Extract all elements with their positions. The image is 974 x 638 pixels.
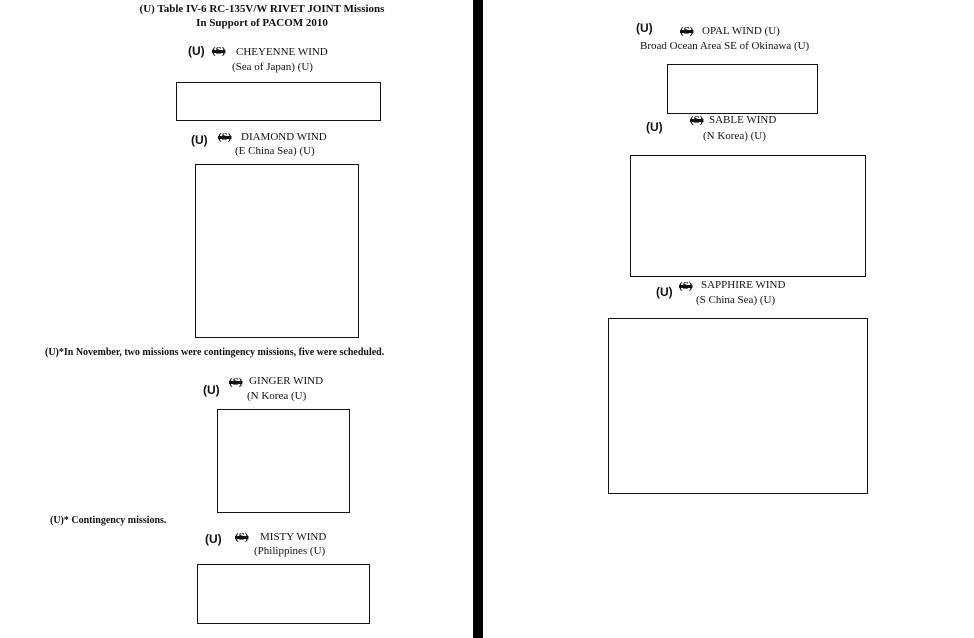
classification-marking: (U) — [636, 21, 653, 35]
classification-marking: (U) — [205, 532, 222, 546]
mission-area: (N Korea (U) — [247, 390, 307, 402]
table-title: (U) Table IV-6 RC-135V/W RIVET JOINT Mis… — [139, 3, 385, 15]
redacted-marking-icon: (S) — [212, 45, 226, 57]
classification-marking: (U) — [646, 120, 663, 134]
classification-marking: (U) — [203, 383, 220, 397]
redacted-marking-icon: (S) — [690, 114, 704, 126]
redacted-box — [608, 318, 868, 494]
classification-marking: (U) — [191, 133, 208, 147]
redacted-marking-icon: (S) — [679, 280, 693, 292]
table-subtitle: In Support of PACOM 2010 — [196, 17, 328, 29]
mission-area: (E China Sea) (U) — [235, 145, 315, 157]
mission-name: DIAMOND WIND — [241, 131, 327, 143]
note-contingency: (U)* Contingency missions. — [50, 515, 167, 526]
mission-area: (N Korea) (U) — [703, 130, 766, 142]
page-divider — [473, 0, 483, 638]
redacted-box — [667, 64, 818, 114]
classification-marking: (U) — [656, 285, 673, 299]
note-november: (U)*In November, two missions were conti… — [45, 347, 385, 358]
redacted-box — [630, 155, 866, 277]
mission-area: (S China Sea) (U) — [696, 294, 776, 306]
mission-area: (Philippines (U) — [254, 545, 326, 557]
redacted-box — [197, 564, 370, 624]
redacted-marking-icon: (S) — [218, 131, 232, 143]
mission-name: OPAL WIND (U) — [702, 25, 780, 37]
redacted-box — [217, 409, 350, 513]
redacted-box — [195, 164, 359, 338]
mission-name: SABLE WIND — [709, 114, 777, 126]
mission-area: (Sea of Japan) (U) — [232, 61, 313, 73]
redacted-box — [176, 82, 381, 121]
mission-name: GINGER WIND — [249, 375, 324, 387]
mission-name: CHEYENNE WIND — [236, 46, 328, 58]
redacted-marking-icon: (S) — [680, 25, 694, 37]
redacted-marking-icon: (S) — [235, 531, 249, 543]
classification-marking: (U) — [188, 44, 205, 58]
mission-name: MISTY WIND — [260, 531, 327, 543]
mission-area: Broad Ocean Area SE of Okinawa (U) — [640, 40, 810, 52]
mission-name: SAPPHIRE WIND — [701, 279, 786, 291]
redacted-marking-icon: (S) — [229, 376, 243, 388]
